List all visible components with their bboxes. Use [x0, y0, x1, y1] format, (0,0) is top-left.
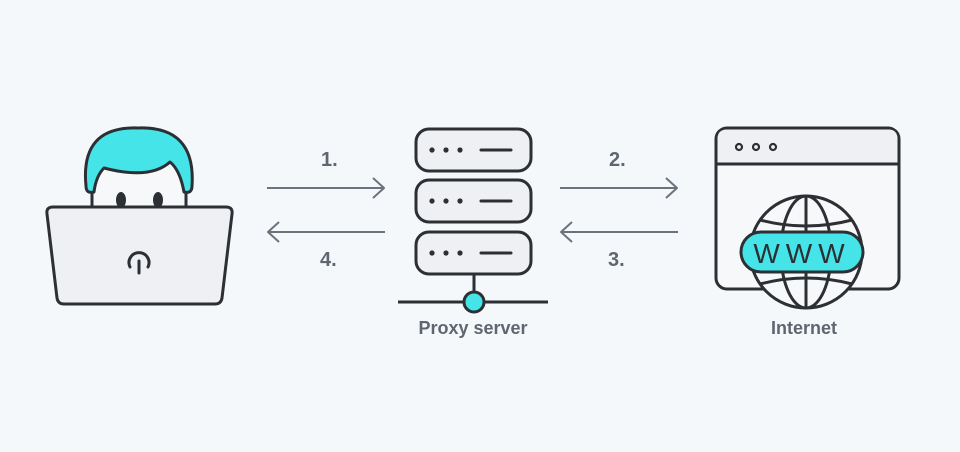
- arrow-step-2: [560, 177, 678, 199]
- step-label-2: 2.: [609, 149, 626, 171]
- globe-www-text: WWW: [753, 238, 850, 269]
- user-laptop-icon: [45, 126, 234, 306]
- user-head: [83, 126, 194, 214]
- browser-globe-icon: WWW: [714, 126, 901, 310]
- server-unit-3: [414, 230, 533, 276]
- server-stack-icon: [398, 127, 548, 314]
- step-label-3: 3.: [608, 249, 625, 271]
- arrow-step-4: [267, 221, 385, 243]
- proxy-server-label: Proxy server: [418, 318, 528, 338]
- laptop: [45, 205, 234, 306]
- network-node: [462, 290, 486, 314]
- globe-icon: WWW: [739, 194, 865, 310]
- server-unit-1: [414, 127, 533, 173]
- internet-label: Internet: [770, 318, 837, 338]
- step-label-4: 4.: [320, 249, 337, 271]
- server-unit-2: [414, 178, 533, 224]
- step-label-1: 1.: [321, 149, 338, 171]
- power-logo-icon: [127, 251, 151, 275]
- arrow-step-3: [560, 221, 678, 243]
- arrow-step-1: [267, 177, 385, 199]
